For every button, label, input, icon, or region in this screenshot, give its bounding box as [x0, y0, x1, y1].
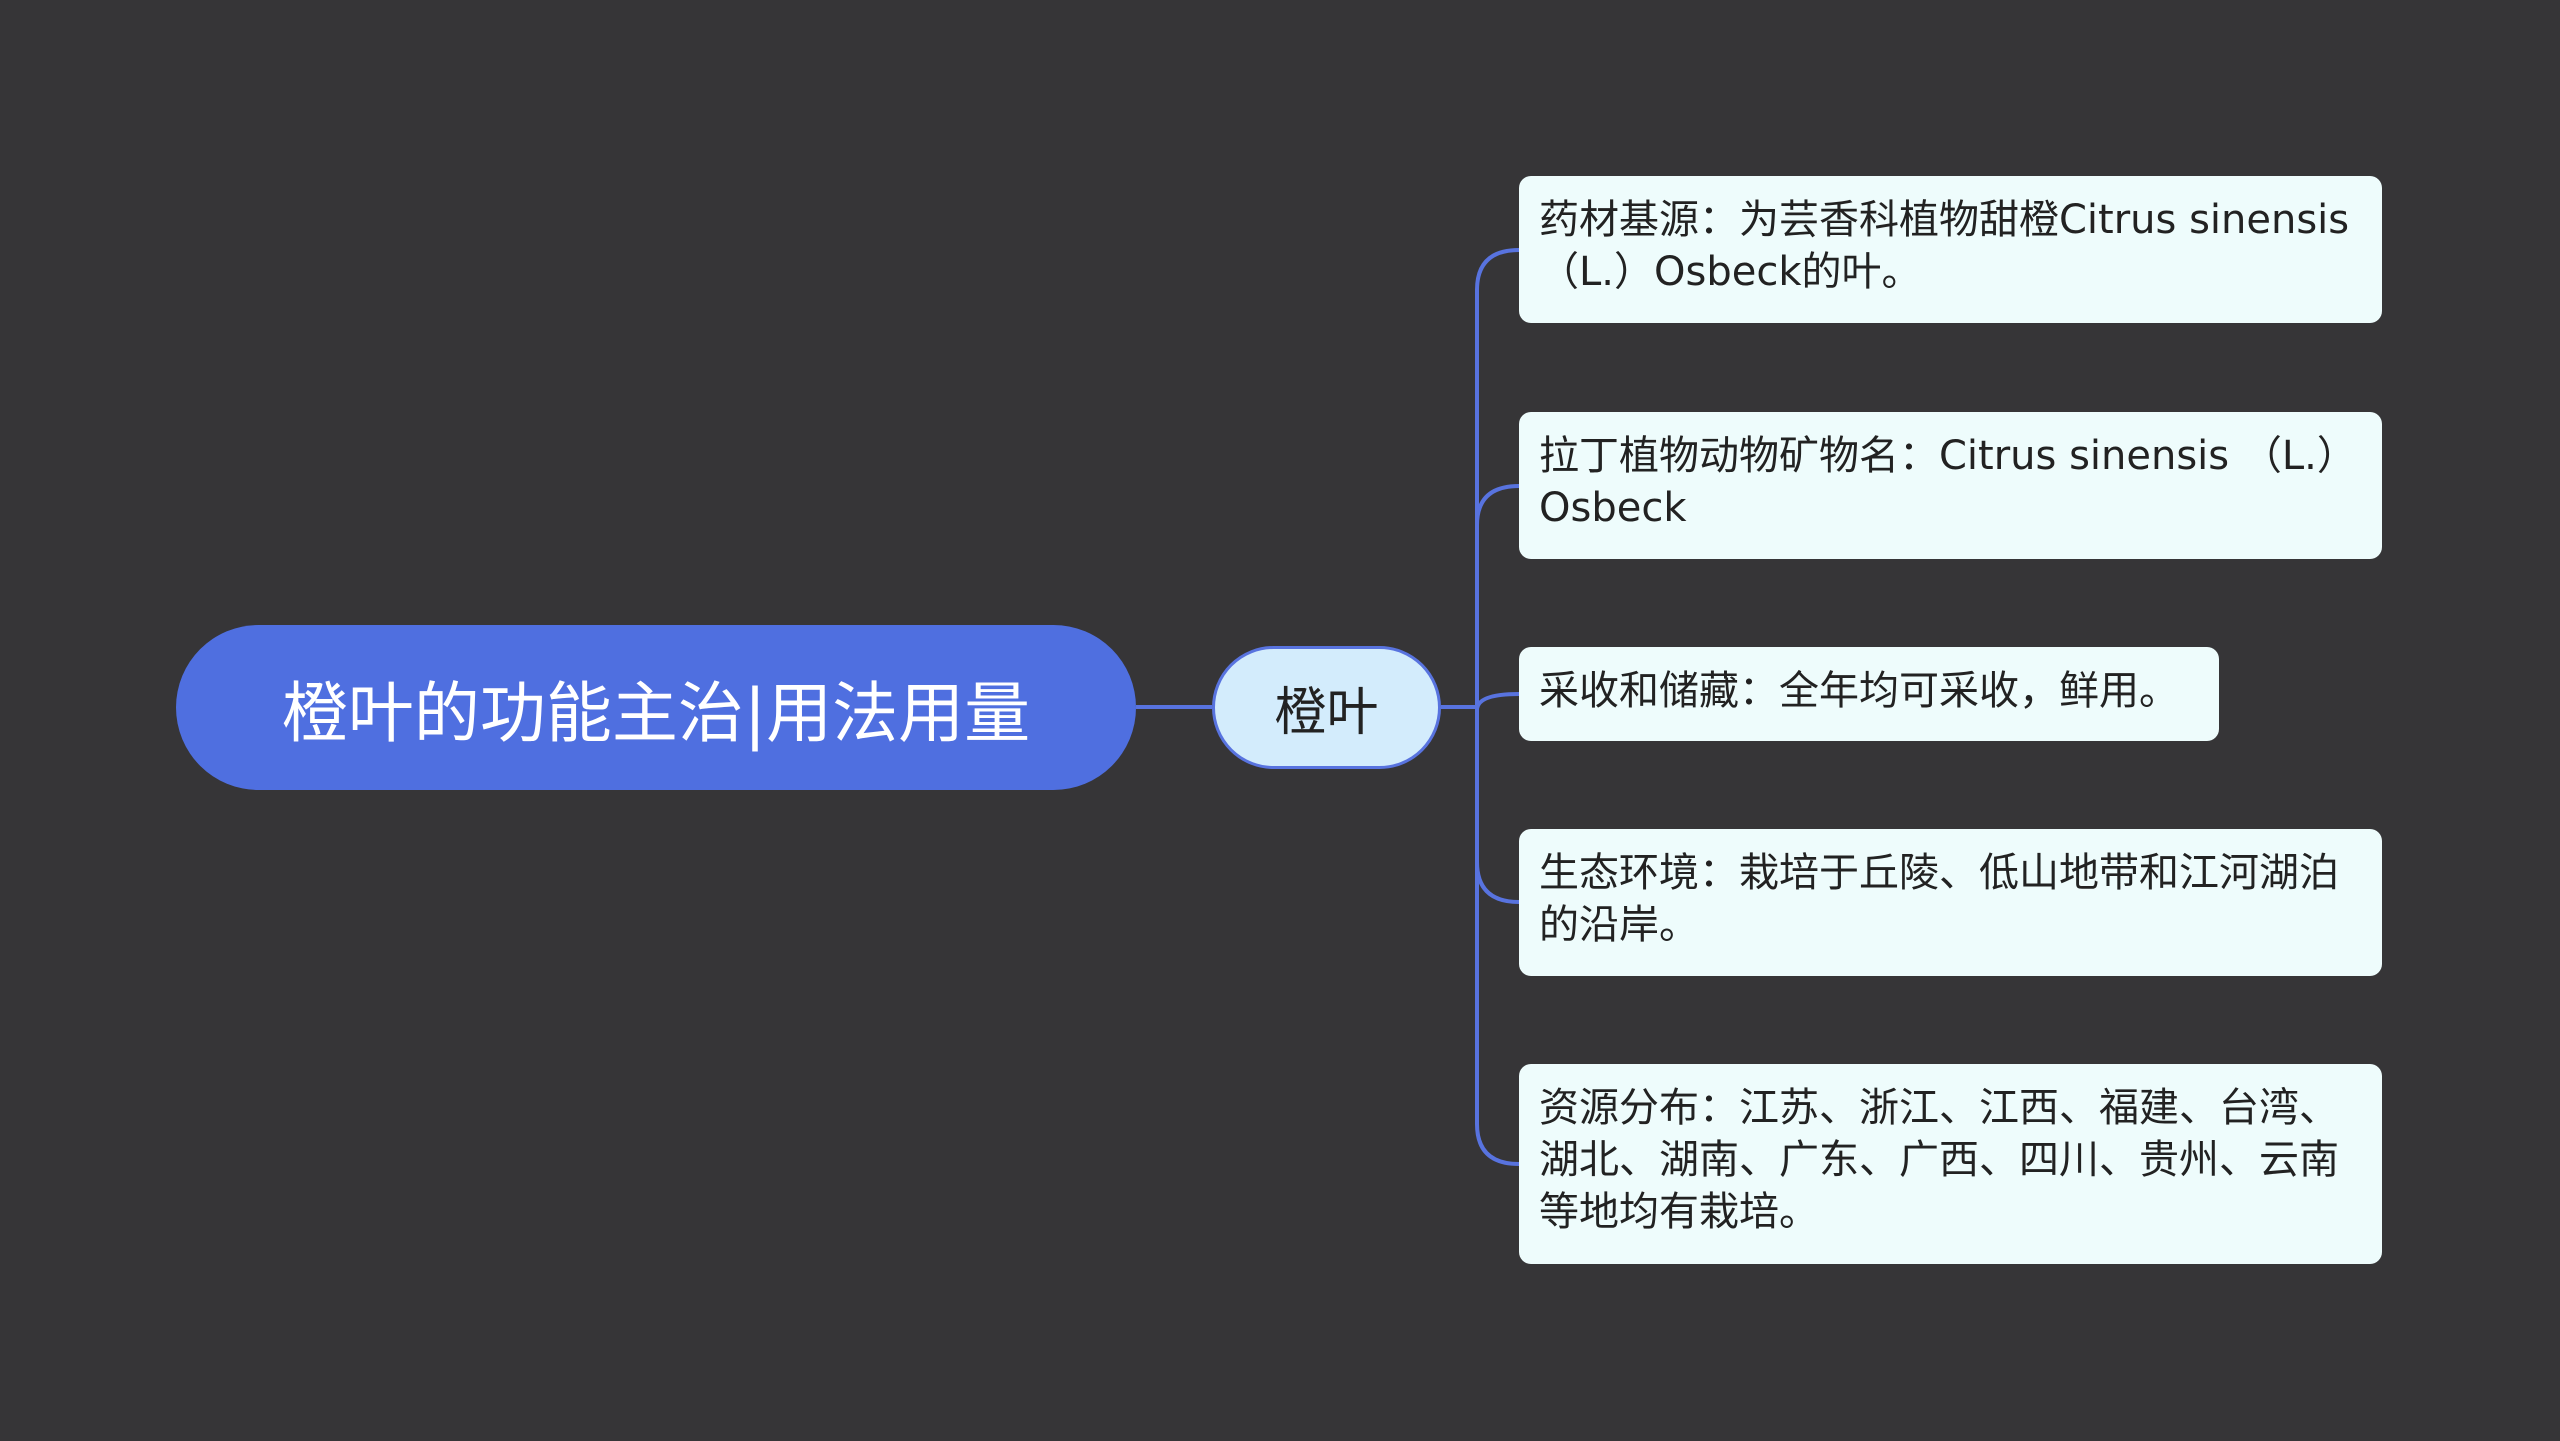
leaf-topic-label: 拉丁植物动物矿物名：Citrus sinensis （L.）Osbeck: [1539, 433, 2357, 531]
branch-topic-label: 橙叶: [1274, 683, 1379, 743]
connector-leaf-3: [1475, 707, 1520, 904]
leaf-topic-label: 生态环境：栽培于丘陵、低山地带和江河湖泊的沿岸。: [1539, 850, 2339, 948]
connector-leaf-4: [1475, 707, 1520, 1166]
leaf-topic-source[interactable]: 药材基源：为芸香科植物甜橙Citrus sinensis（L.）Osbeck的叶…: [1519, 176, 2382, 323]
connector-leaf-0: [1475, 248, 1520, 707]
leaf-topic-habitat[interactable]: 生态环境：栽培于丘陵、低山地带和江河湖泊的沿岸。: [1519, 829, 2382, 976]
root-topic[interactable]: 橙叶的功能主治|用法用量: [176, 625, 1136, 790]
leaf-topic-distribution[interactable]: 资源分布：江苏、浙江、江西、福建、台湾、湖北、湖南、广东、广西、四川、贵州、云南…: [1519, 1064, 2382, 1264]
leaf-topic-latin-name[interactable]: 拉丁植物动物矿物名：Citrus sinensis （L.）Osbeck: [1519, 412, 2382, 559]
connector-leaf-1: [1475, 484, 1520, 707]
leaf-topic-label: 药材基源：为芸香科植物甜橙Citrus sinensis（L.）Osbeck的叶…: [1539, 197, 2350, 295]
leaf-topic-harvest[interactable]: 采收和储藏：全年均可采收，鲜用。: [1519, 647, 2219, 741]
root-topic-label: 橙叶的功能主治|用法用量: [281, 674, 1031, 752]
leaf-topic-label: 资源分布：江苏、浙江、江西、福建、台湾、湖北、湖南、广东、广西、四川、贵州、云南…: [1539, 1085, 2339, 1235]
leaf-topic-label: 采收和储藏：全年均可采收，鲜用。: [1539, 668, 2179, 714]
connector-leaf-2: [1475, 692, 1520, 711]
branch-topic[interactable]: 橙叶: [1212, 646, 1441, 769]
